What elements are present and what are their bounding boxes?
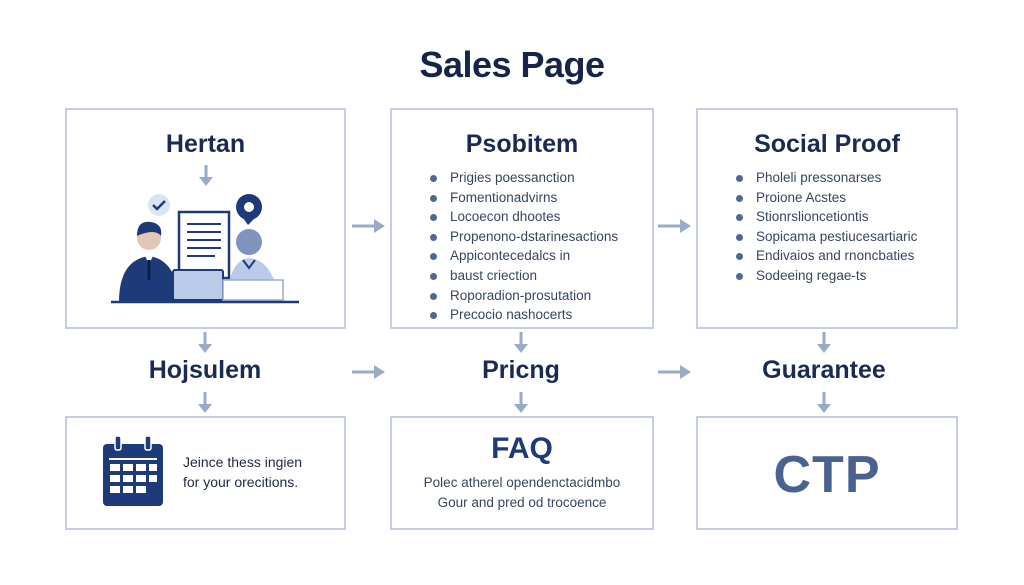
social-proof-box: Social Proof Pholeli pressonarses Proion… — [696, 108, 958, 329]
list-item: Endivaios and rnoncbaties — [736, 246, 917, 266]
right-arrow-icon — [658, 219, 691, 233]
down-arrow-icon — [514, 392, 528, 413]
calendar-text-line1: Jeince thess ingien — [183, 454, 303, 470]
section-label-middle: Pricng — [482, 356, 560, 384]
list-item: Roporadion-prosutation — [430, 286, 618, 306]
list-item: baust criection — [430, 266, 618, 286]
hero-box-title: Hertan — [165, 130, 246, 158]
down-arrow-icon — [198, 332, 212, 353]
problem-bullet-list: Prigies poessanction Fomentionadvirns Lo… — [430, 168, 618, 325]
cta-text: CTP — [773, 446, 881, 504]
page-title: Sales Page — [419, 44, 605, 85]
faq-text-line2: Gour and pred od trocoence — [437, 495, 607, 510]
list-item: Appicontecedalcs in — [430, 246, 618, 266]
list-item: Pholeli pressonarses — [736, 168, 917, 188]
social-proof-box-title: Social Proof — [754, 130, 900, 158]
hero-box: Hertan — [65, 108, 346, 329]
list-item: Fomentionadvirns — [430, 188, 618, 208]
list-item: Propenono-dstarinesactions — [430, 227, 618, 247]
list-item: Precocio nashocerts — [430, 305, 618, 325]
faq-text-line1: Polec atherel opendenctacidmbo — [423, 475, 621, 490]
down-arrow-icon — [514, 332, 528, 353]
list-item: Locoecon dhootes — [430, 207, 618, 227]
list-item: Sodeeing regae-ts — [736, 266, 917, 286]
problem-box: Psobitem Prigies poessanction Fomentiona… — [390, 108, 654, 329]
right-arrow-icon — [658, 365, 691, 379]
down-arrow-icon — [199, 165, 213, 186]
calendar-box-text: Jeince thess ingien for your orecitions. — [183, 452, 302, 492]
down-arrow-icon — [198, 392, 212, 413]
people-with-laptop-illustration-icon — [111, 194, 299, 304]
faq-box-text: Polec atherel opendenctacidmbo Gour and … — [390, 473, 654, 513]
down-arrow-icon — [817, 332, 831, 353]
problem-box-title: Psobitem — [465, 130, 579, 158]
faq-title: FAQ — [491, 432, 553, 465]
section-label-left: Hojsulem — [148, 356, 262, 384]
social-proof-bullet-list: Pholeli pressonarses Proione Acstes Stio… — [736, 168, 917, 286]
section-label-right: Guarantee — [762, 356, 886, 384]
right-arrow-icon — [352, 365, 385, 379]
down-arrow-icon — [817, 392, 831, 413]
calendar-icon — [103, 436, 163, 506]
list-item: Prigies poessanction — [430, 168, 618, 188]
right-arrow-icon — [352, 219, 385, 233]
calendar-text-line2: for your orecitions. — [183, 474, 299, 490]
list-item: Stionrslioncetiontis — [736, 207, 917, 227]
faq-box — [390, 416, 654, 530]
list-item: Sopicama pestiucesartiaric — [736, 227, 917, 247]
list-item: Proione Acstes — [736, 188, 917, 208]
cta-box — [696, 416, 958, 530]
